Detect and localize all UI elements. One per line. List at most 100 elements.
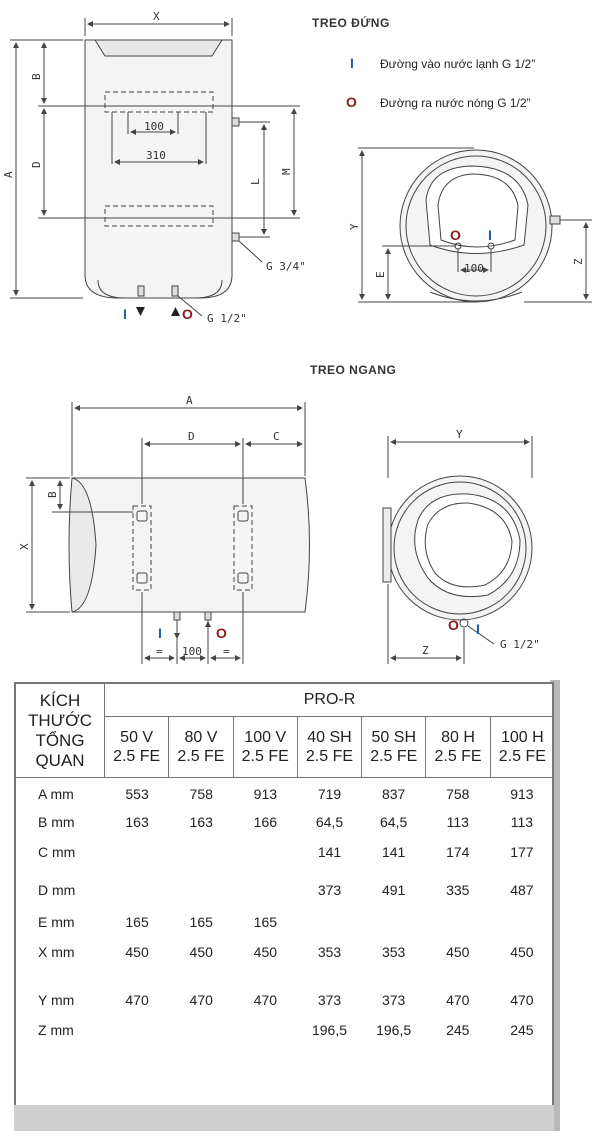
corner-line-4: QUAN — [35, 750, 85, 770]
table-cell — [169, 844, 233, 860]
horizontal-mount-front — [26, 402, 310, 664]
row-cells: 196,5 196,5 245 245 — [105, 1022, 554, 1038]
legend-text-out: Đường ra nước nóng G 1/2” — [380, 96, 531, 110]
corner-line-2: THƯỚC — [27, 710, 93, 730]
port-in-horizontal-side: I — [476, 621, 480, 637]
dim-y-horizontal: Y — [456, 428, 463, 441]
dim-y-vertical: Y — [348, 223, 361, 230]
row-label: E mm — [38, 914, 75, 930]
row-label: A mm — [38, 786, 74, 802]
table-cell: 373 — [317, 992, 342, 1008]
dim-d: D — [30, 161, 43, 168]
dim-l: L — [249, 178, 262, 185]
port-in-horizontal: I — [158, 625, 162, 641]
dim-310: 310 — [146, 149, 166, 162]
table-cell: 196,5 — [376, 1022, 412, 1038]
table-cell: 245 — [446, 1022, 470, 1038]
table-footer-bar — [14, 1105, 554, 1131]
table-cell: 450 — [125, 944, 149, 960]
table-cell — [169, 1022, 233, 1038]
table-cell: 450 — [510, 944, 534, 960]
table-cell: 177 — [510, 844, 534, 860]
table-cell: 196,5 — [311, 1022, 348, 1038]
table-cell: 373 — [381, 992, 406, 1008]
table-cell: 165 — [189, 914, 213, 930]
table-cell: 353 — [317, 944, 342, 960]
dim-d-horizontal: D — [188, 430, 195, 443]
table-cell: 450 — [446, 944, 470, 960]
table-cell: 450 — [253, 944, 278, 960]
table-scroll-rail — [550, 680, 560, 1131]
table-cell: 113 — [446, 814, 469, 830]
port-out-vertical: O — [182, 306, 193, 322]
table-cell: 470 — [189, 992, 213, 1008]
vertical-mount-front — [10, 18, 300, 317]
table-cell: 450 — [189, 944, 213, 960]
dim-100: 100 — [144, 120, 164, 133]
table-cell: 373 — [317, 882, 342, 898]
dim-z-horizontal: Z — [422, 644, 429, 657]
dim-c: C — [273, 430, 280, 443]
row-label: C mm — [38, 844, 76, 860]
port-in-vertical: I — [123, 306, 127, 322]
dim-100-horizontal: 100 — [182, 645, 202, 658]
row-label: B mm — [38, 814, 75, 830]
table-cell: 758 — [189, 786, 213, 802]
dim-b-horizontal: B — [46, 491, 59, 498]
table-cell — [105, 882, 169, 898]
table-cell: 64,5 — [380, 814, 408, 830]
label-g12-vertical: G 1/2" — [207, 312, 247, 325]
table-cell — [233, 1022, 297, 1038]
table-cell — [105, 844, 169, 860]
horizontal-side-labels: Y Z O I G 1/2" — [422, 428, 540, 657]
table-row: Z mm 196,5 196,5 245 245 — [16, 1020, 554, 1040]
table-cell: 141 — [381, 844, 406, 860]
row-label: Z mm — [38, 1022, 74, 1038]
header-divider — [16, 777, 554, 778]
table-corner-header: KÍCH THƯỚC TỔNG QUAN — [16, 684, 105, 777]
row-label: X mm — [38, 944, 75, 960]
table-cell: 245 — [510, 1022, 534, 1038]
table-cell: 470 — [510, 992, 534, 1008]
dim-eq-right: = — [223, 645, 230, 658]
legend: I Đường vào nước lạnh G 1/2” O Đường ra … — [346, 55, 535, 110]
arrow-up-icon — [171, 307, 180, 316]
table-cell: 913 — [510, 786, 534, 802]
table-cell — [426, 914, 490, 930]
port-in-side: I — [488, 227, 492, 243]
dim-e: E — [374, 271, 387, 278]
horizontal-front-labels: A D C X B = 100 = I O — [18, 394, 280, 658]
table-cell: 141 — [317, 844, 342, 860]
dim-side-100: 100 — [464, 262, 484, 275]
table-cell: 913 — [253, 786, 278, 802]
table-cell: 470 — [446, 992, 470, 1008]
table-cell — [233, 882, 297, 898]
dim-eq-left: = — [156, 645, 163, 658]
table-cell — [169, 882, 233, 898]
table-cell: 470 — [253, 992, 278, 1008]
horizontal-mount-side — [382, 436, 533, 664]
port-out-side: O — [450, 227, 461, 243]
dim-a-horizontal: A — [186, 394, 193, 407]
corner-line-1: KÍCH — [39, 690, 81, 710]
arrow-down-icon — [136, 307, 145, 316]
label-g12-horizontal: G 1/2" — [500, 638, 540, 651]
table-cell — [490, 914, 554, 930]
table-cell — [233, 844, 297, 860]
